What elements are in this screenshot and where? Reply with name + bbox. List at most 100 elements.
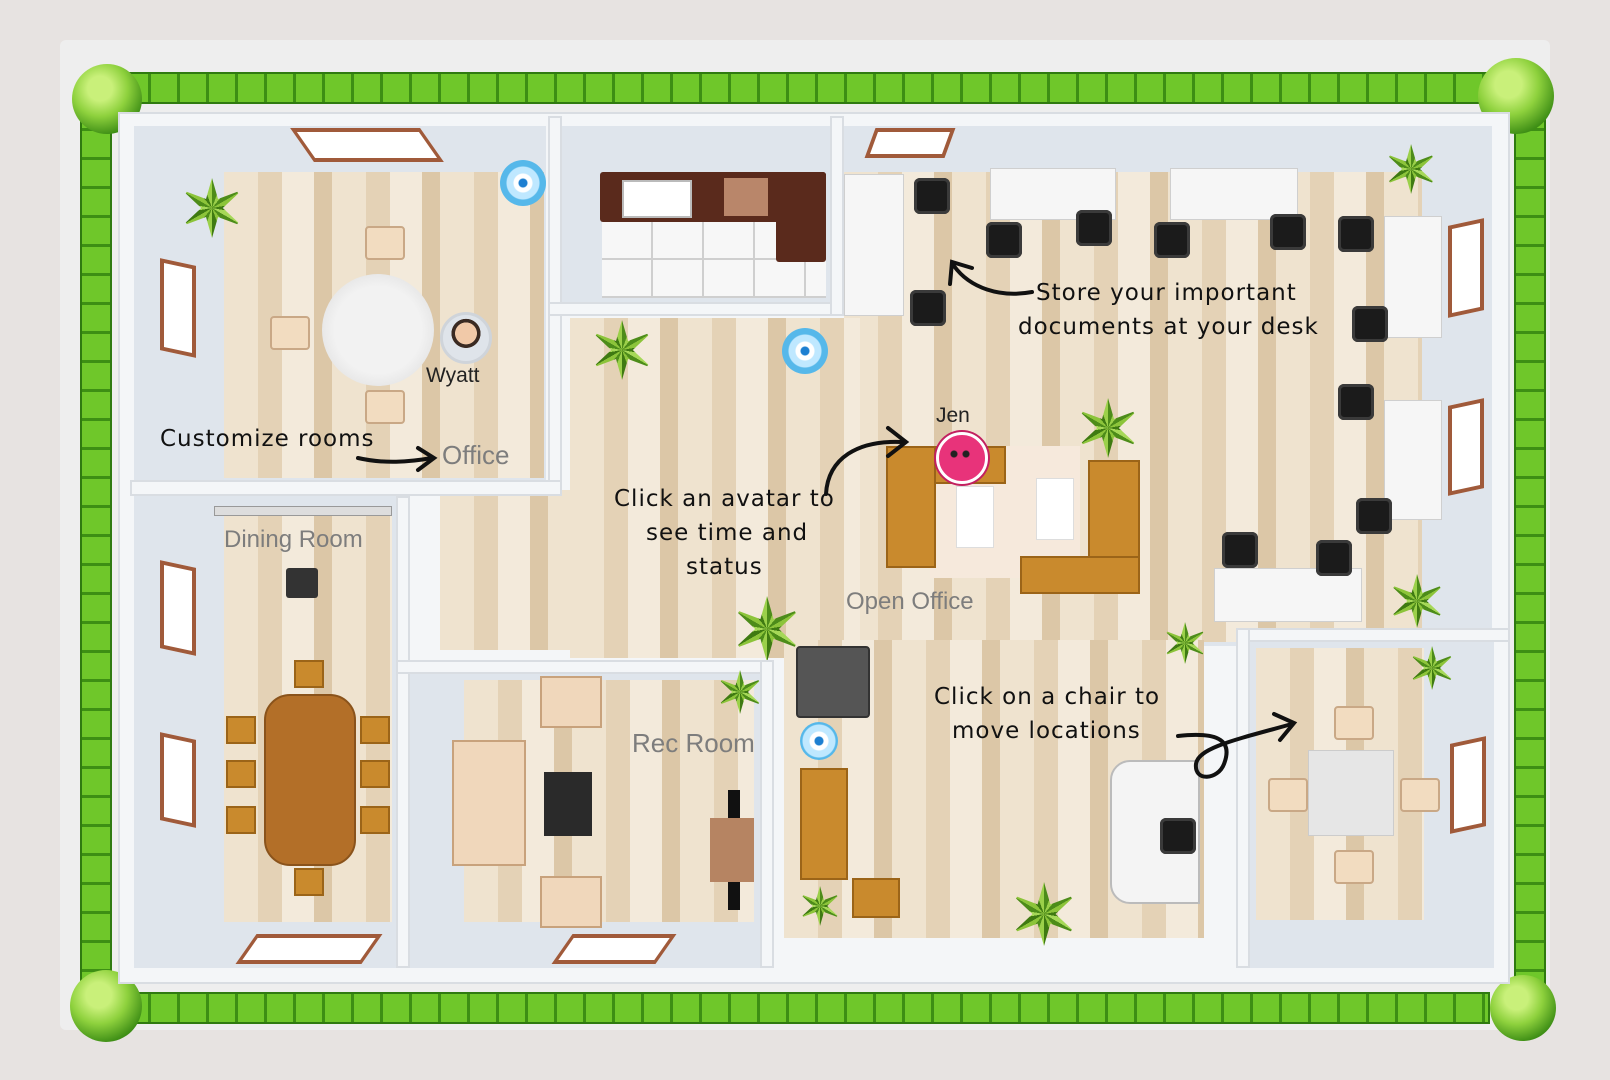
dining-window-1: [160, 560, 196, 656]
dining-chair[interactable]: [226, 760, 256, 788]
office-router[interactable]: [500, 160, 546, 206]
corridor-machine: [796, 646, 870, 718]
avatar-jen[interactable]: [936, 432, 988, 484]
desk-chair[interactable]: [1352, 306, 1388, 342]
office-chair-top[interactable]: [365, 226, 405, 260]
hall-floor-lower[interactable]: [440, 490, 580, 650]
desk-chair[interactable]: [986, 222, 1022, 258]
hedge-right: [1514, 100, 1546, 1000]
room-label-office[interactable]: Office: [442, 440, 510, 470]
open-office-window-1: [1448, 218, 1484, 318]
desk-cluster-left[interactable]: [844, 174, 904, 316]
wall-meeting-top: [1236, 628, 1510, 642]
tip-desk-line2: documents at your desk: [1018, 314, 1319, 340]
wall-office-dining: [130, 480, 562, 496]
rec-stand: [710, 818, 754, 882]
desk-cluster-right-1[interactable]: [1384, 216, 1442, 338]
lounge-table-2: [1036, 478, 1074, 540]
reception-chair[interactable]: [1160, 818, 1196, 854]
lounge-sofa-l-side[interactable]: [886, 446, 936, 568]
meeting-chair[interactable]: [1400, 778, 1440, 812]
desk-chair[interactable]: [1076, 210, 1112, 246]
hedge-bottom: [120, 992, 1490, 1024]
dining-chair[interactable]: [226, 806, 256, 834]
desk-chair[interactable]: [1222, 532, 1258, 568]
lounge-table-1: [956, 486, 994, 548]
arrow-chair: [1176, 712, 1298, 779]
meeting-chair[interactable]: [1334, 850, 1374, 884]
corner-bush-br: [1490, 975, 1556, 1041]
office-skylight: [290, 128, 444, 162]
tip-chair-line2: move locations: [952, 718, 1141, 744]
rec-armchair[interactable]: [540, 676, 602, 728]
hall-floor[interactable]: [570, 318, 860, 658]
kitchen-floor-tiles: [602, 222, 826, 298]
arrow-desk: [948, 259, 1034, 296]
avatar-jen-name: Jen: [936, 404, 970, 427]
hedge-top: [120, 72, 1490, 104]
kitchen-stove: [724, 178, 768, 216]
hedge-left: [80, 100, 112, 1000]
dining-chair[interactable]: [294, 660, 324, 688]
desk-cluster-bottom[interactable]: [1214, 568, 1362, 622]
desk-cluster-right-2[interactable]: [1384, 400, 1442, 520]
corridor-armchair[interactable]: [852, 878, 900, 918]
desk-chair[interactable]: [1338, 216, 1374, 252]
office-chair-left[interactable]: [270, 316, 310, 350]
room-label-dining[interactable]: Dining Room: [224, 526, 363, 553]
wall-hall-rec: [396, 660, 774, 674]
desk-chair[interactable]: [1338, 384, 1374, 420]
meeting-window: [1450, 736, 1486, 834]
desk-chair[interactable]: [1270, 214, 1306, 250]
wall-dining-rec: [396, 496, 410, 968]
hall-router[interactable]: [782, 328, 828, 374]
rec-skylight: [551, 934, 677, 964]
office-window: [160, 258, 196, 358]
dining-chair[interactable]: [360, 806, 390, 834]
rec-armchair[interactable]: [540, 876, 602, 928]
desk-chair[interactable]: [1154, 222, 1190, 258]
tip-chair-line1: Click on a chair to: [934, 684, 1161, 710]
avatar-wyatt[interactable]: [440, 312, 492, 364]
rec-table: [544, 772, 592, 836]
meeting-chair[interactable]: [1268, 778, 1308, 812]
meeting-chair[interactable]: [1334, 706, 1374, 740]
arrow-customize: [356, 446, 438, 472]
avatar-jen-eyes: [950, 450, 970, 458]
desk-chair[interactable]: [1356, 498, 1392, 534]
wall-kitchen-right: [830, 116, 844, 316]
corridor-sofa[interactable]: [800, 768, 848, 880]
avatar-wyatt-name: Wyatt: [426, 364, 480, 387]
tip-avatar-line2: see time and: [646, 520, 809, 546]
desk-chair[interactable]: [914, 178, 950, 214]
dining-window-2: [160, 732, 196, 828]
dining-chair[interactable]: [294, 868, 324, 896]
kitchen-counter-side: [776, 172, 826, 262]
meeting-table[interactable]: [1308, 750, 1394, 836]
wall-kitchen-bottom: [548, 302, 844, 316]
office-chair-bottom[interactable]: [365, 390, 405, 424]
corridor-router[interactable]: [800, 722, 838, 760]
room-label-rec[interactable]: Rec Room: [632, 728, 755, 758]
tip-desk-line1: Store your important: [1036, 280, 1297, 306]
office-table[interactable]: [322, 274, 434, 386]
room-label-open-office[interactable]: Open Office: [846, 588, 974, 615]
open-office-skylight: [864, 128, 956, 158]
wall-meeting-left: [1236, 628, 1250, 968]
desk-chair[interactable]: [910, 290, 946, 326]
dining-chair[interactable]: [226, 716, 256, 744]
desk-chair[interactable]: [1316, 540, 1352, 576]
dining-chair[interactable]: [360, 716, 390, 744]
rec-couch[interactable]: [452, 740, 526, 866]
open-office-window-2: [1448, 398, 1484, 496]
tip-customize-rooms: Customize rooms: [160, 426, 375, 452]
dining-table[interactable]: [264, 694, 356, 866]
dining-skylight: [235, 934, 383, 964]
desk-cluster-top-2[interactable]: [1170, 168, 1298, 220]
tip-avatar-line1: Click an avatar to: [614, 486, 835, 512]
dining-sideboard: [214, 506, 392, 516]
dining-chair[interactable]: [360, 760, 390, 788]
lounge-sofa-r-bottom[interactable]: [1020, 556, 1140, 594]
wall-rec-corridor: [760, 660, 774, 968]
